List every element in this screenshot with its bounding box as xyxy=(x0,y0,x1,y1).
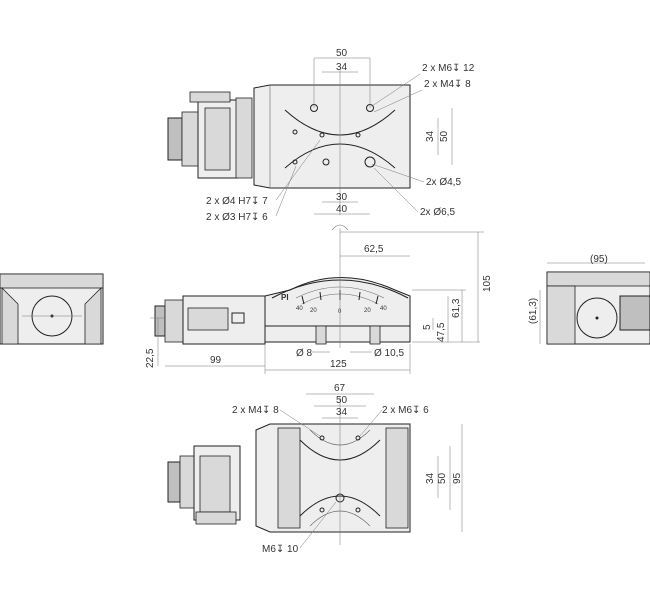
front-dim-61-3: 61,3 xyxy=(451,298,462,318)
bottom-dim-50-h: 50 xyxy=(437,472,448,484)
scale-label: 40 xyxy=(380,306,387,312)
top-view: 50 34 2 x M6↧ 12 2 x M4↧ 8 34 50 2x Ø4,5… xyxy=(167,48,475,223)
front-dim-5: 5 xyxy=(422,324,433,330)
front-dim-99: 99 xyxy=(210,355,222,366)
front-dim-125: 125 xyxy=(330,359,347,370)
top-dim-34: 34 xyxy=(336,62,348,73)
right-side-view: (95) (61,3) xyxy=(528,254,650,345)
pi-logo: PI xyxy=(281,293,289,302)
front-dim-62-5: 62,5 xyxy=(364,244,384,255)
front-dim-47-5: 47,5 xyxy=(436,322,447,342)
bottom-note-m6: 2 x M6↧ 6 xyxy=(382,405,429,416)
bottom-dim-34-h: 34 xyxy=(425,472,436,484)
front-dia-10-5: Ø 10,5 xyxy=(374,348,404,359)
left-side-view xyxy=(0,273,104,345)
top-note-dia65: 2x Ø6,5 xyxy=(420,207,455,218)
top-note-dia45: 2x Ø4,5 xyxy=(426,177,461,188)
bottom-dim-67: 67 xyxy=(334,383,346,394)
bottom-note-m4: 2 x M4↧ 8 xyxy=(232,405,279,416)
side-dim-95: (95) xyxy=(590,254,608,265)
scale-label: 40 xyxy=(296,306,303,312)
front-dia-8: Ø 8 xyxy=(296,348,313,359)
bottom-note-m6-10: M6↧ 10 xyxy=(262,544,299,555)
bottom-dim-34: 34 xyxy=(336,407,348,418)
top-knob xyxy=(167,117,183,161)
top-dim-50: 50 xyxy=(336,48,348,59)
front-dim-22-5: 22,5 xyxy=(145,348,156,368)
top-note-h7: 2 x Ø4 H7↧ 7 xyxy=(206,196,268,207)
top-dim-34-h: 34 xyxy=(425,130,436,142)
top-note-m6: 2 x M6↧ 12 xyxy=(422,63,475,74)
top-dim-50-h: 50 xyxy=(439,130,450,142)
bottom-dim-50: 50 xyxy=(336,395,348,406)
top-note-h7b: 2 x Ø3 H7↧ 6 xyxy=(206,212,268,223)
top-housing xyxy=(253,84,411,189)
side-dim-61-3: (61,3) xyxy=(528,298,539,324)
top-dim-30: 30 xyxy=(336,192,348,203)
top-note-m4: 2 x M4↧ 8 xyxy=(424,79,471,90)
bottom-dim-95-h: 95 xyxy=(452,472,463,484)
top-dim-40: 40 xyxy=(336,204,348,215)
scale-label: 20 xyxy=(310,308,317,314)
bottom-view: 67 50 34 2 x M4↧ 8 2 x M6↧ 6 34 50 95 M6… xyxy=(167,383,463,555)
scale-label: 20 xyxy=(364,308,371,314)
front-dim-105: 105 xyxy=(482,275,493,292)
front-view: PI 40 20 0 20 40 62,5 105 61,3 47,5 5 22… xyxy=(145,224,493,374)
